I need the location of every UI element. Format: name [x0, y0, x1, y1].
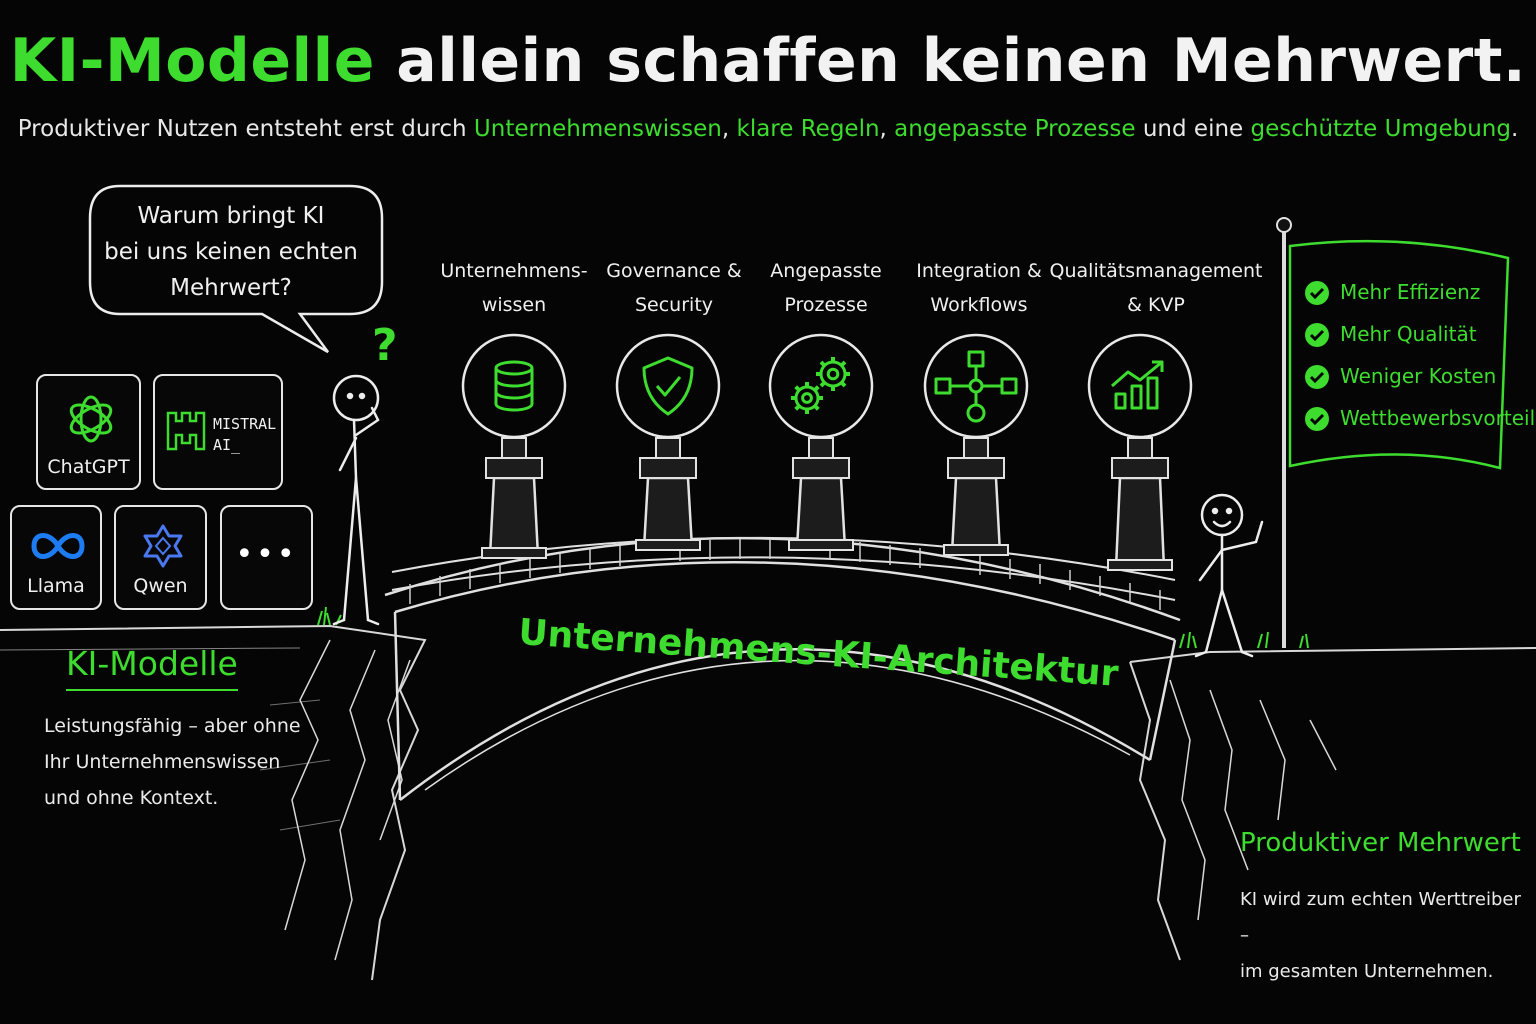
headline: KI-Modelle allein schaffen keinen Mehrwe… [0, 26, 1536, 96]
pillar-4 [923, 333, 1029, 556]
left-cliff [0, 624, 427, 981]
check-circle-icon [1305, 407, 1329, 431]
left-grass [317, 606, 342, 626]
right-grass [1179, 631, 1309, 649]
subtitle-highlight-3: angepasste Prozesse [894, 116, 1136, 142]
bubble-line-1: Warum bringt KI [137, 203, 325, 229]
bubble-line-3: Mehrwert? [170, 275, 292, 301]
happy-figure [1194, 493, 1264, 658]
openai-icon [69, 395, 113, 443]
subtitle: Produktiver Nutzen entsteht erst durch U… [0, 116, 1536, 142]
thinking-figure [332, 374, 380, 626]
right-cliff [1129, 647, 1536, 961]
subtitle-highlight-2: klare Regeln [736, 116, 880, 142]
left-desc-line-3: und ohne Kontext. [44, 787, 219, 809]
database-icon [494, 360, 534, 412]
pillar-2-line-1: Governance & [606, 260, 742, 282]
llama-label: Llama [27, 575, 85, 597]
question-mark: ? [372, 320, 398, 371]
pillar-2 [615, 333, 721, 551]
benefit-label: Weniger Kosten [1340, 364, 1497, 388]
bubble-line-2: bei uns keinen echten [104, 239, 358, 265]
pillar-4-line-2: Workflows [930, 294, 1028, 316]
left-heading: KI-Modelle [66, 644, 238, 691]
check-circle-icon [1305, 365, 1329, 389]
pillar-label-3: Angepasste Prozesse [731, 254, 921, 322]
check-circle-icon [1305, 323, 1329, 347]
headline-rest: allein schaffen keinen Mehrwert. [374, 26, 1527, 96]
mistral-label: MISTRAL AI_ [213, 415, 277, 454]
subtitle-highlight-1: Unternehmenswissen [473, 116, 722, 142]
workflow-icon [934, 350, 1018, 423]
right-desc-line-2: im gesamten Unternehmen. [1240, 961, 1494, 982]
right-heading: Produktiver Mehrwert [1240, 828, 1521, 858]
model-tile-more: ••• [220, 505, 313, 610]
growth-chart-icon [1111, 360, 1164, 410]
subtitle-text-2: , [721, 116, 737, 142]
pillar-label-4: Integration & Workflows [884, 254, 1074, 322]
shield-check-icon [642, 356, 694, 416]
flag [1276, 217, 1510, 648]
benefit-label: Wettbewerbsvorteil [1340, 406, 1536, 430]
headline-highlight: KI-Modelle [9, 26, 375, 96]
pillar-3 [768, 333, 874, 551]
pillar-1-line-2: wissen [481, 294, 547, 316]
qwen-star-icon [143, 524, 183, 568]
benefit-label: Mehr Effizienz [1340, 280, 1481, 304]
pillar-4-line-1: Integration & [916, 260, 1042, 282]
check-circle-icon [1305, 281, 1329, 305]
pillar-5-line-1: Qualitätsmanagement [1049, 260, 1263, 282]
gears-icon [791, 357, 850, 414]
left-desc-line-1: Leistungsfähig – aber ohne [44, 715, 301, 737]
mistral-logo-icon [166, 411, 206, 451]
right-description: KI wird zum echten Werttreiber – im gesa… [1240, 882, 1530, 990]
speech-bubble [88, 184, 384, 354]
model-tile-mistral: MISTRAL AI_ [153, 374, 283, 490]
left-description: Leistungsfähig – aber ohne Ihr Unternehm… [44, 708, 314, 816]
pillar-label-2: Governance & Security [579, 254, 769, 322]
right-desc-line-1: KI wird zum echten Werttreiber – [1240, 889, 1521, 946]
model-tile-llama: Llama [10, 505, 102, 610]
benefit-label: Mehr Qualität [1340, 322, 1477, 346]
pillars [461, 333, 1193, 571]
chatgpt-label: ChatGPT [47, 456, 130, 478]
pillar-2-line-2: Security [634, 294, 714, 316]
left-desc-line-2: Ihr Unternehmenswissen [44, 751, 281, 773]
speech-bubble-text: Warum bringt KI bei uns keinen echten Me… [100, 198, 362, 306]
pillar-3-line-2: Prozesse [784, 294, 868, 316]
pillar-1 [461, 333, 567, 559]
pillar-3-line-1: Angepasste [770, 260, 882, 282]
model-tile-qwen: Qwen [114, 505, 207, 610]
pillar-5-line-2: & KVP [1127, 294, 1185, 316]
pillar-1-line-1: Unternehmens- [440, 260, 588, 282]
subtitle-text-1: Produktiver Nutzen entsteht erst durch [17, 116, 474, 142]
pillar-label-1: Unternehmens- wissen [419, 254, 609, 322]
pillar-label-5: Qualitätsmanagement & KVP [1046, 254, 1266, 322]
subtitle-text-4: und eine [1135, 116, 1251, 142]
subtitle-highlight-4: geschützte Umgebung [1250, 116, 1511, 142]
qwen-label: Qwen [133, 575, 188, 597]
bridge [384, 536, 1181, 801]
meta-infinity-icon [31, 533, 85, 559]
more-dots-icon: ••• [235, 537, 298, 572]
pillar-5 [1087, 333, 1193, 571]
subtitle-text-3: , [879, 116, 895, 142]
model-tile-chatgpt: ChatGPT [36, 374, 141, 490]
subtitle-text-5: . [1510, 116, 1519, 142]
